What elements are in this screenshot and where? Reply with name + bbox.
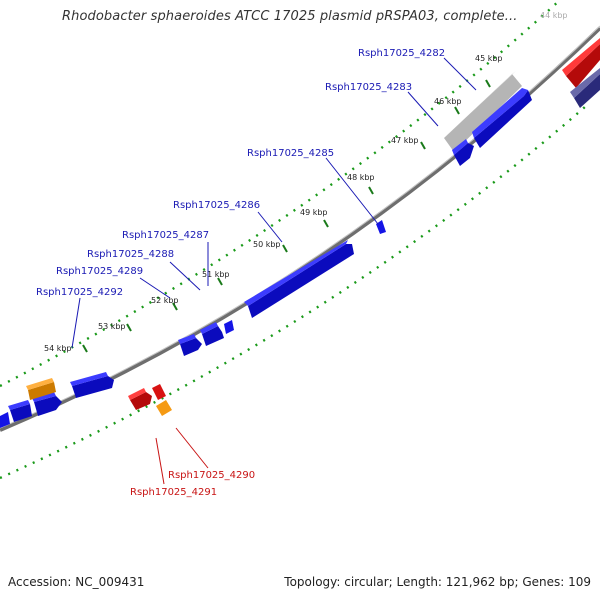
gene-labels: Rsph17025_4282 Rsph17025_4283 Rsph17025_… xyxy=(36,48,445,498)
gene-4290-arrow[interactable] xyxy=(152,384,166,400)
accession-text: Accession: NC_009431 xyxy=(8,575,145,589)
gene-label-4285[interactable]: Rsph17025_4285 xyxy=(247,148,334,159)
gene-label-4283[interactable]: Rsph17025_4283 xyxy=(325,82,412,93)
tick-label-54kbp: 54 kbp xyxy=(44,344,72,353)
tick-label-51kbp: 51 kbp xyxy=(202,270,230,279)
map-title: Rhodobacter sphaeroides ATCC 17025 plasm… xyxy=(62,9,518,24)
gene-4287-arrow[interactable] xyxy=(224,320,234,334)
gene-orange-left-box[interactable] xyxy=(26,378,56,400)
tick-label-45kbp: 45 kbp xyxy=(475,54,503,63)
gene-label-4290[interactable]: Rsph17025_4290 xyxy=(168,470,255,481)
gene-4288-arrow[interactable] xyxy=(200,322,224,346)
gene-left-3-arrow[interactable] xyxy=(0,412,10,428)
callout-lines xyxy=(71,57,477,485)
gene-label-4291[interactable]: Rsph17025_4291 xyxy=(130,487,217,498)
gene-selected-4282[interactable] xyxy=(444,71,522,152)
gene-label-4287[interactable]: Rsph17025_4287 xyxy=(122,230,209,241)
forward-genes xyxy=(0,88,532,428)
gene-label-4286[interactable]: Rsph17025_4286 xyxy=(173,200,260,211)
tick-label-faded: 44 kbp xyxy=(540,11,568,20)
tick-label-48kbp: 48 kbp xyxy=(347,173,375,182)
gene-4291-arrow[interactable] xyxy=(128,388,152,410)
gene-topright-navy-arrow[interactable] xyxy=(570,68,600,108)
gene-orange-small-box[interactable] xyxy=(156,400,172,416)
tick-label-46kbp: 46 kbp xyxy=(434,97,462,106)
gene-4289-arrow[interactable] xyxy=(178,334,202,356)
gene-left-1-arrow[interactable] xyxy=(32,392,62,416)
gene-4285-arrow[interactable] xyxy=(376,220,386,234)
other-genes xyxy=(26,378,172,416)
gene-left-2-arrow[interactable] xyxy=(8,400,32,422)
gene-topright-red-arrow[interactable] xyxy=(562,38,600,88)
tick-label-52kbp: 52 kbp xyxy=(151,296,179,305)
tick-label-53kbp: 53 kbp xyxy=(98,322,126,331)
gene-4292-arrow[interactable] xyxy=(70,372,114,398)
gene-4284-arrow[interactable] xyxy=(452,139,474,166)
tick-marks xyxy=(82,79,491,353)
gene-label-4289[interactable]: Rsph17025_4289 xyxy=(56,266,143,277)
tick-label-50kbp: 50 kbp xyxy=(253,240,281,249)
topology-summary: Topology: circular; Length: 121,962 bp; … xyxy=(284,575,591,589)
tick-labels: 45 kbp 46 kbp 47 kbp 48 kbp 49 kbp 50 kb… xyxy=(44,54,503,353)
gene-label-4292[interactable]: Rsph17025_4292 xyxy=(36,287,123,298)
gene-4283-arrow[interactable] xyxy=(472,88,532,148)
tick-label-47kbp: 47 kbp xyxy=(391,136,419,145)
gene-label-4282[interactable]: Rsph17025_4282 xyxy=(358,48,445,59)
tick-label-49kbp: 49 kbp xyxy=(300,208,328,217)
gene-label-4288[interactable]: Rsph17025_4288 xyxy=(87,249,174,260)
gene-4286-arrow[interactable] xyxy=(244,240,354,318)
reverse-genes xyxy=(128,38,600,410)
